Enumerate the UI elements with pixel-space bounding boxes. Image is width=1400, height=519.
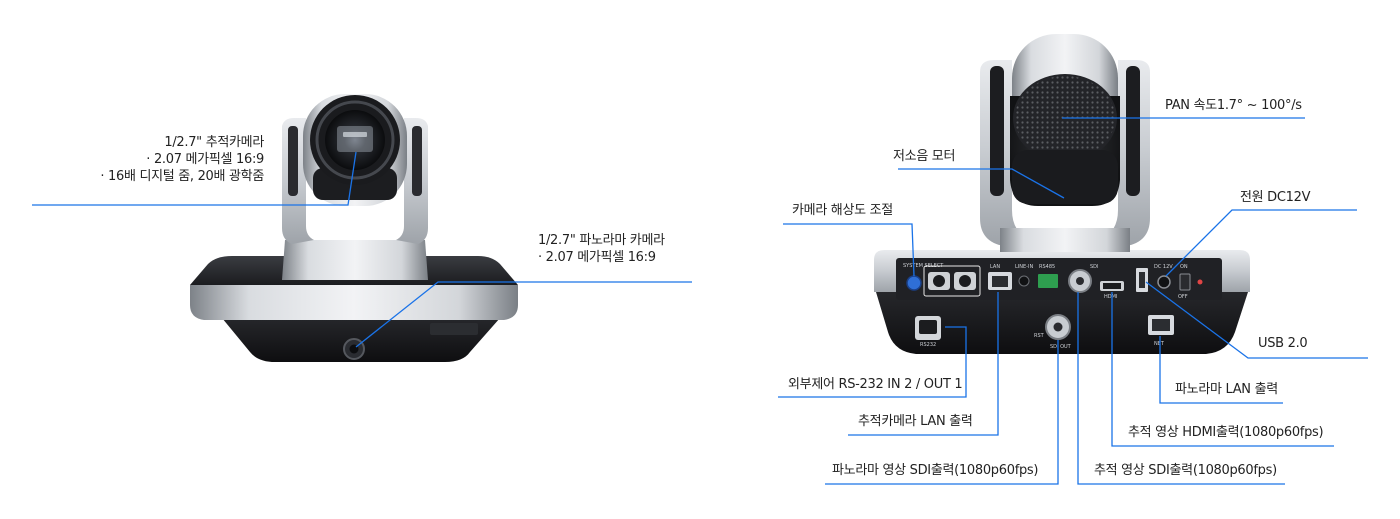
rs232-ports-group xyxy=(923,265,981,297)
label-resolution-adjust: 카메라 해상도 조절 xyxy=(792,203,893,218)
leader-panorama-sdi xyxy=(825,340,1059,485)
power-led xyxy=(1197,279,1203,285)
tracking-lan-port-inner xyxy=(992,276,1008,287)
lan-text: LAN xyxy=(990,264,1000,270)
leader-resolution-adjust xyxy=(783,223,915,277)
label-tracking-camera-line2: · 2.07 메가픽셀 16:9 xyxy=(146,152,264,167)
front-arm-left-inner xyxy=(288,126,298,196)
leader-tracking-camera xyxy=(32,151,357,206)
tracking-lens-highlight xyxy=(343,132,367,137)
back-arm-left-inner xyxy=(990,66,1004,196)
leader-tracking-lan xyxy=(848,292,999,436)
leader-external-control xyxy=(778,326,967,398)
panorama-lan-port-inner xyxy=(1152,319,1170,331)
back-camera-illustration: SYSTEM SELECT LAN LINE-IN RS485 SDI HDMI… xyxy=(874,34,1250,354)
leader-power xyxy=(1165,209,1357,277)
label-panorama-camera-line1: 1/2.7" 파노라마 카메라 xyxy=(538,233,665,248)
rs485-connector xyxy=(1038,274,1058,288)
rs232-port-2-hole xyxy=(959,275,971,287)
sdi-text: SDI xyxy=(1090,264,1099,270)
front-panorama-window xyxy=(430,323,478,335)
label-tracking-camera: 1/2.7" 추적카메라 · 2.07 메가픽셀 16:9 · 16배 디지털 … xyxy=(20,134,264,185)
off-text: OFF xyxy=(1178,294,1188,300)
leader-tracking-sdi xyxy=(1077,292,1285,485)
front-pedestal xyxy=(282,240,428,280)
panorama-sdi-bnc-center xyxy=(1053,322,1063,332)
label-pan-speed: PAN 속도1.7° ~ 100°/s xyxy=(1165,98,1302,113)
rs232-text: RS232 xyxy=(920,342,936,348)
rs485-text: RS485 xyxy=(1039,264,1055,270)
front-camera-illustration xyxy=(190,94,518,362)
usb-port-inner xyxy=(1139,272,1145,288)
label-panorama-camera: 1/2.7" 파노라마 카메라 · 2.07 메가픽셀 16:9 xyxy=(538,232,665,266)
label-tracking-lan: 추적카메라 LAN 출력 xyxy=(858,414,973,429)
label-tracking-camera-line3: · 16배 디지털 줌, 20배 광학줌 xyxy=(100,169,264,184)
leader-lines xyxy=(32,117,1368,485)
back-pedestal xyxy=(1000,228,1130,252)
line-in-text: LINE-IN xyxy=(1015,264,1033,270)
tracking-sdi-bnc-center xyxy=(1076,277,1084,285)
rst-text: RST xyxy=(1034,333,1045,339)
hdmi-text: HDMI xyxy=(1104,294,1117,300)
label-panorama-sdi: 파노라마 영상 SDI출력(1080p60fps) xyxy=(832,463,1039,478)
tracking-lens-reflection xyxy=(337,126,373,152)
label-panorama-lan: 파노라마 LAN 출력 xyxy=(1175,382,1278,397)
leader-panorama-camera xyxy=(355,281,692,348)
back-head-lower xyxy=(1012,150,1118,204)
hdmi-port-inner xyxy=(1103,283,1121,289)
label-power: 전원 DC12V xyxy=(1240,190,1311,205)
rs232-lower-port-inner xyxy=(919,320,937,334)
tracking-lens-ring xyxy=(315,100,395,180)
label-tracking-hdmi: 추적 영상 HDMI출력(1080p60fps) xyxy=(1128,425,1324,440)
leader-low-noise-motor xyxy=(898,168,1065,199)
front-base-band xyxy=(190,285,518,320)
leader-panorama-lan xyxy=(1159,336,1283,404)
sdi-out-text: SDI OUT xyxy=(1050,344,1072,350)
on-text: ON xyxy=(1180,264,1188,270)
leader-tracking-hdmi xyxy=(1111,292,1334,447)
label-external-control: 외부제어 RS-232 IN 2 / OUT 1 xyxy=(788,377,963,392)
rs232-port-1-hole xyxy=(933,275,945,287)
label-tracking-sdi: 추적 영상 SDI출력(1080p60fps) xyxy=(1094,463,1277,478)
power-switch xyxy=(1179,273,1191,291)
front-arm-right-inner xyxy=(412,126,422,196)
line-in-jack xyxy=(1018,275,1030,287)
system-select-knob xyxy=(906,275,922,291)
label-usb: USB 2.0 xyxy=(1258,336,1308,351)
leader-usb xyxy=(1145,281,1368,359)
label-tracking-camera-line1: 1/2.7" 추적카메라 xyxy=(164,135,264,150)
system-select-text: SYSTEM SELECT xyxy=(903,263,944,269)
dc12v-text: DC 12V xyxy=(1154,264,1173,270)
label-low-noise-motor: 저소음 모터 xyxy=(893,149,956,164)
label-panorama-camera-line2: · 2.07 메가픽셀 16:9 xyxy=(538,250,656,265)
dc12v-jack xyxy=(1157,275,1171,289)
back-arm-right-inner xyxy=(1126,66,1140,196)
